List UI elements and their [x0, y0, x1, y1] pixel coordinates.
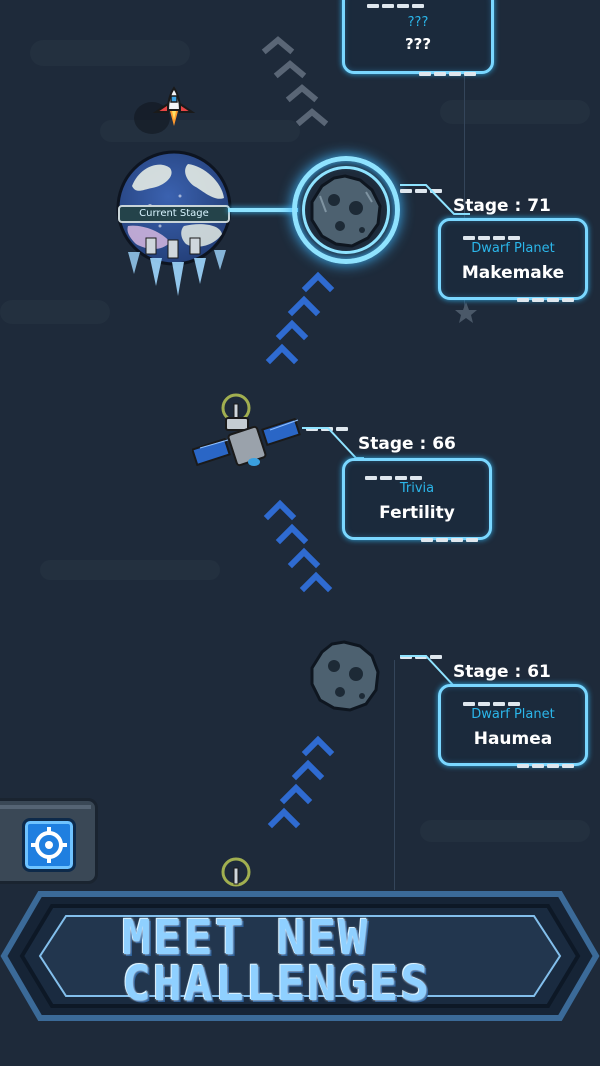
stage-card-makemake[interactable]: Dwarf Planet Makemake [438, 218, 588, 302]
chevron-up-icon [275, 523, 309, 545]
bg-streak [30, 40, 190, 66]
current-stage-label: Current Stage [139, 208, 209, 219]
chevron-up-icon [299, 571, 333, 593]
star-icon [455, 302, 477, 323]
target-ring-inner [302, 166, 390, 254]
stage-card-fertility[interactable]: Trivia Fertility [342, 458, 492, 542]
bg-streak [420, 820, 590, 842]
dashes [463, 691, 523, 706]
asteroid-icon[interactable] [306, 172, 384, 250]
dashes [421, 527, 481, 542]
stage-number-label: Stage : 71 [453, 196, 551, 216]
dashes [365, 465, 425, 480]
chevron-up-icon [291, 759, 325, 781]
banner-line-2: CHALLENGES [122, 956, 431, 1012]
dashes [463, 225, 523, 240]
panel-rivet-strip [0, 805, 91, 809]
path-line [464, 60, 465, 310]
locked-stage-card[interactable]: ??? ??? [342, 0, 494, 76]
chevron-up-icon [301, 271, 335, 293]
chevron-up-icon [301, 735, 335, 757]
bg-streak [40, 560, 220, 580]
dashes [517, 287, 577, 302]
rocket-icon[interactable] [128, 78, 218, 140]
chevron-up-icon [261, 36, 295, 55]
satellite-icon[interactable] [192, 390, 304, 470]
callout-line [400, 184, 470, 215]
stage-number-label: Stage : 66 [358, 434, 456, 454]
current-stage-badge: Current Stage [118, 205, 230, 223]
stage-category: Trivia [399, 481, 435, 496]
stage-category: ??? [407, 15, 429, 30]
stage-number: 71 [527, 196, 551, 216]
stage-name: Haumea [473, 729, 553, 749]
stage-number: 61 [527, 662, 551, 682]
stage-category: Dwarf Planet [471, 707, 555, 722]
stage-name: ??? [404, 35, 432, 53]
target-ring[interactable] [292, 156, 400, 264]
chevron-up-icon [275, 319, 309, 341]
chevron-up-icon [285, 84, 319, 103]
chevron-up-icon [263, 499, 297, 521]
dashes [419, 61, 479, 76]
chevron-up-icon [295, 108, 329, 127]
stage-category: Dwarf Planet [471, 241, 555, 256]
path-line [394, 660, 395, 890]
satellite-icon[interactable] [212, 856, 312, 896]
bg-streak [440, 100, 590, 124]
banner-frame [0, 891, 600, 1021]
chevron-up-icon [265, 343, 299, 365]
crosshair-icon [31, 827, 67, 863]
stage-prefix: Stage : [453, 662, 522, 682]
locate-button[interactable] [22, 818, 76, 872]
chevron-up-icon [287, 295, 321, 317]
stage-name: Makemake [461, 263, 565, 283]
stage-prefix: Stage : [453, 196, 522, 216]
stage-number-label: Stage : 61 [453, 662, 551, 682]
stage-name: Fertility [379, 503, 455, 523]
stage-number: 66 [432, 434, 456, 454]
asteroid-icon[interactable] [306, 638, 382, 714]
stage-prefix: Stage : [358, 434, 427, 454]
dashes [400, 178, 445, 193]
bg-streak [0, 300, 110, 324]
banner-line-1: MEET NEW [122, 910, 370, 966]
stage-card-haumea[interactable]: Dwarf Planet Haumea [438, 684, 588, 768]
chevron-up-icon [267, 807, 301, 829]
chevron-up-icon [273, 60, 307, 79]
chevron-up-icon [287, 547, 321, 569]
chevron-up-icon [279, 783, 313, 805]
connector-line [228, 208, 298, 212]
dashes [517, 753, 577, 768]
